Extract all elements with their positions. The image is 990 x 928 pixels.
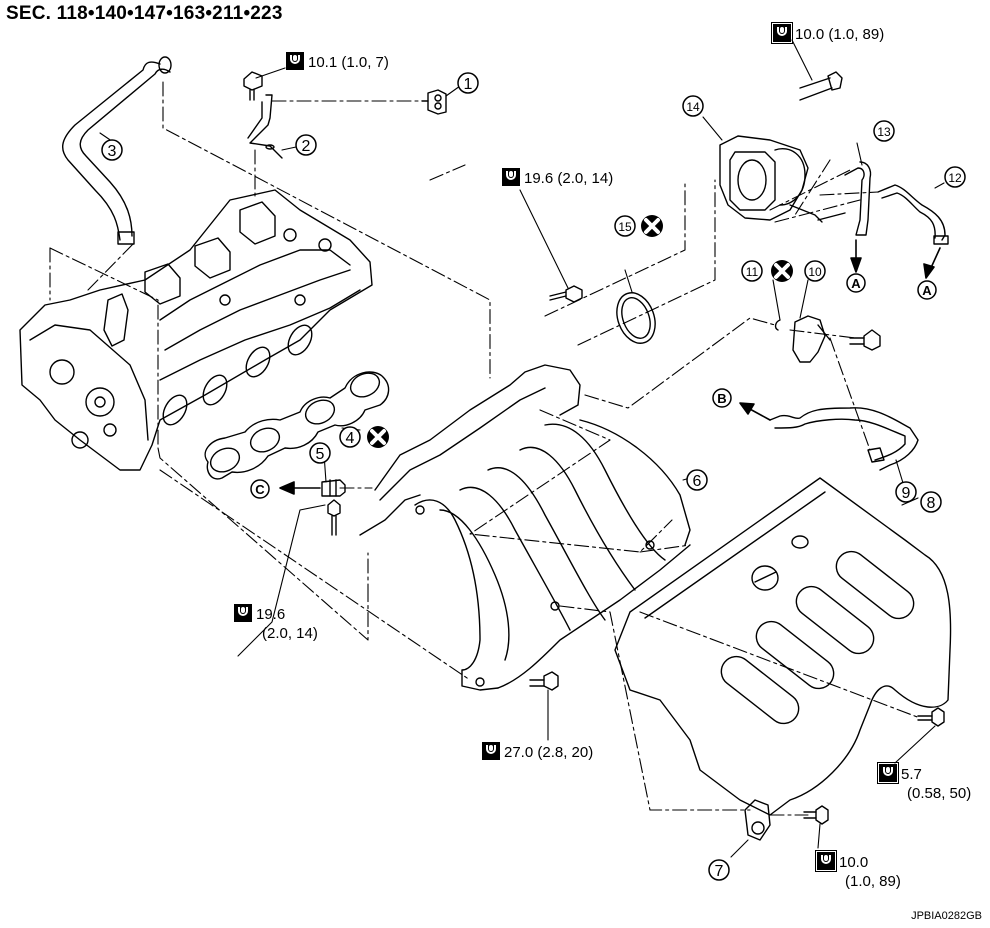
callout-7: 7	[708, 859, 730, 881]
gasket-4	[204, 371, 390, 480]
throttle-body-14	[719, 135, 823, 223]
flow-arrows	[279, 239, 941, 495]
svg-text:6: 6	[693, 473, 702, 490]
callout-9: 9	[895, 481, 917, 503]
svg-text:8: 8	[927, 495, 936, 512]
svg-text:A: A	[922, 283, 932, 298]
svg-text:7: 7	[715, 863, 724, 880]
replace-icon	[641, 215, 663, 237]
callout-3: 3	[101, 139, 123, 161]
torque-wrench-icon	[234, 604, 252, 622]
svg-text:C: C	[255, 482, 265, 497]
torque-units: (2.0, 14)	[557, 170, 614, 187]
part-1	[421, 89, 447, 115]
valve-10	[792, 315, 831, 363]
torque-wrench-icon	[286, 52, 304, 70]
svg-text:9: 9	[902, 485, 911, 502]
clip-7	[744, 799, 771, 841]
bolts	[529, 71, 945, 825]
torque-units: (2.0, 14)	[262, 625, 318, 642]
callout-11: 11	[741, 260, 763, 282]
torque-value: 19.6	[256, 606, 286, 623]
torque-spec: 19.6 (2.0, 14)	[502, 168, 613, 188]
callout-1: 1	[457, 72, 479, 94]
hose-13	[817, 161, 872, 236]
letter-marker-c: C	[250, 479, 270, 499]
svg-text:2: 2	[302, 138, 311, 155]
hose-3	[62, 56, 172, 245]
hose-12	[877, 184, 949, 245]
svg-text:B: B	[717, 391, 726, 406]
replace-icon	[771, 260, 793, 282]
torque-wrench-icon	[482, 742, 500, 760]
torque-spec: 5.7 (0.58, 50)	[877, 762, 972, 803]
callout-10: 10	[804, 260, 826, 282]
torque-units: (1.0, 7)	[341, 54, 389, 71]
hose-9	[769, 407, 919, 471]
letter-marker-a: A	[846, 273, 866, 293]
svg-text:13: 13	[877, 125, 891, 139]
torque-value: 19.6	[524, 170, 554, 187]
svg-text:10: 10	[808, 265, 822, 279]
letter-marker-b: B	[712, 388, 732, 408]
gasket-15	[616, 292, 656, 344]
torque-value: 10.0	[795, 26, 825, 43]
svg-text:5: 5	[316, 446, 325, 463]
callout-4: 4	[339, 426, 361, 448]
bracket-2	[243, 71, 283, 159]
torque-wrench-icon	[771, 22, 793, 44]
torque-wrench-icon	[502, 168, 520, 186]
svg-text:1: 1	[464, 76, 473, 93]
svg-text:14: 14	[686, 100, 700, 114]
torque-units: (1.0, 89)	[845, 873, 901, 890]
letter-marker-a: A	[917, 280, 937, 300]
torque-spec: 27.0 (2.8, 20)	[482, 742, 593, 762]
letter-markers: A A B C	[250, 273, 937, 499]
torque-spec: 10.0 (1.0, 89)	[815, 850, 901, 891]
torque-wrench-icon	[877, 762, 899, 784]
torque-units: (0.58, 50)	[907, 785, 972, 802]
engine-cover-8	[614, 477, 952, 816]
torque-value: 27.0	[504, 744, 534, 761]
section-title: SEC. 118•140•147•163•211•223	[6, 3, 283, 24]
torque-spec: 10.0 (1.0, 89)	[771, 22, 885, 44]
callout-12: 12	[944, 166, 966, 188]
svg-text:12: 12	[948, 171, 962, 185]
callout-5: 5	[309, 442, 331, 464]
callout-8: 8	[920, 491, 942, 513]
cylinder-head	[19, 189, 373, 471]
svg-text:A: A	[851, 276, 861, 291]
callout-6: 6	[686, 469, 708, 491]
callout-2: 2	[295, 134, 317, 156]
intake-manifold-6	[359, 364, 691, 691]
svg-text:15: 15	[618, 220, 632, 234]
torque-value: 5.7	[901, 766, 922, 783]
svg-text:3: 3	[108, 143, 117, 160]
assembly-leader-lines	[49, 81, 921, 816]
replace-icon	[367, 426, 389, 448]
figure-code: JPBIA0282GB	[911, 910, 982, 922]
o-ring-11	[774, 319, 781, 331]
torque-wrench-icon	[815, 850, 837, 872]
callout-13: 13	[873, 120, 895, 142]
connector-5	[321, 479, 346, 536]
torque-value: 10.0	[839, 854, 869, 871]
callout-14: 14	[682, 95, 704, 117]
callouts: 1 2 3 4 5 6 7 8 9 10 11 12 13 14 15	[101, 72, 966, 881]
torque-units: (2.8, 20)	[537, 744, 594, 761]
torque-spec: 19.6 (2.0, 14)	[234, 604, 318, 643]
torque-spec: 10.1 (1.0, 7)	[286, 52, 389, 72]
torque-value: 10.1	[308, 54, 338, 71]
svg-text:4: 4	[346, 430, 355, 447]
svg-text:11: 11	[746, 265, 759, 279]
torque-units: (1.0, 89)	[828, 26, 885, 43]
callout-15: 15	[614, 215, 636, 237]
callout-leaders	[99, 39, 945, 858]
replace-markers	[367, 215, 793, 448]
